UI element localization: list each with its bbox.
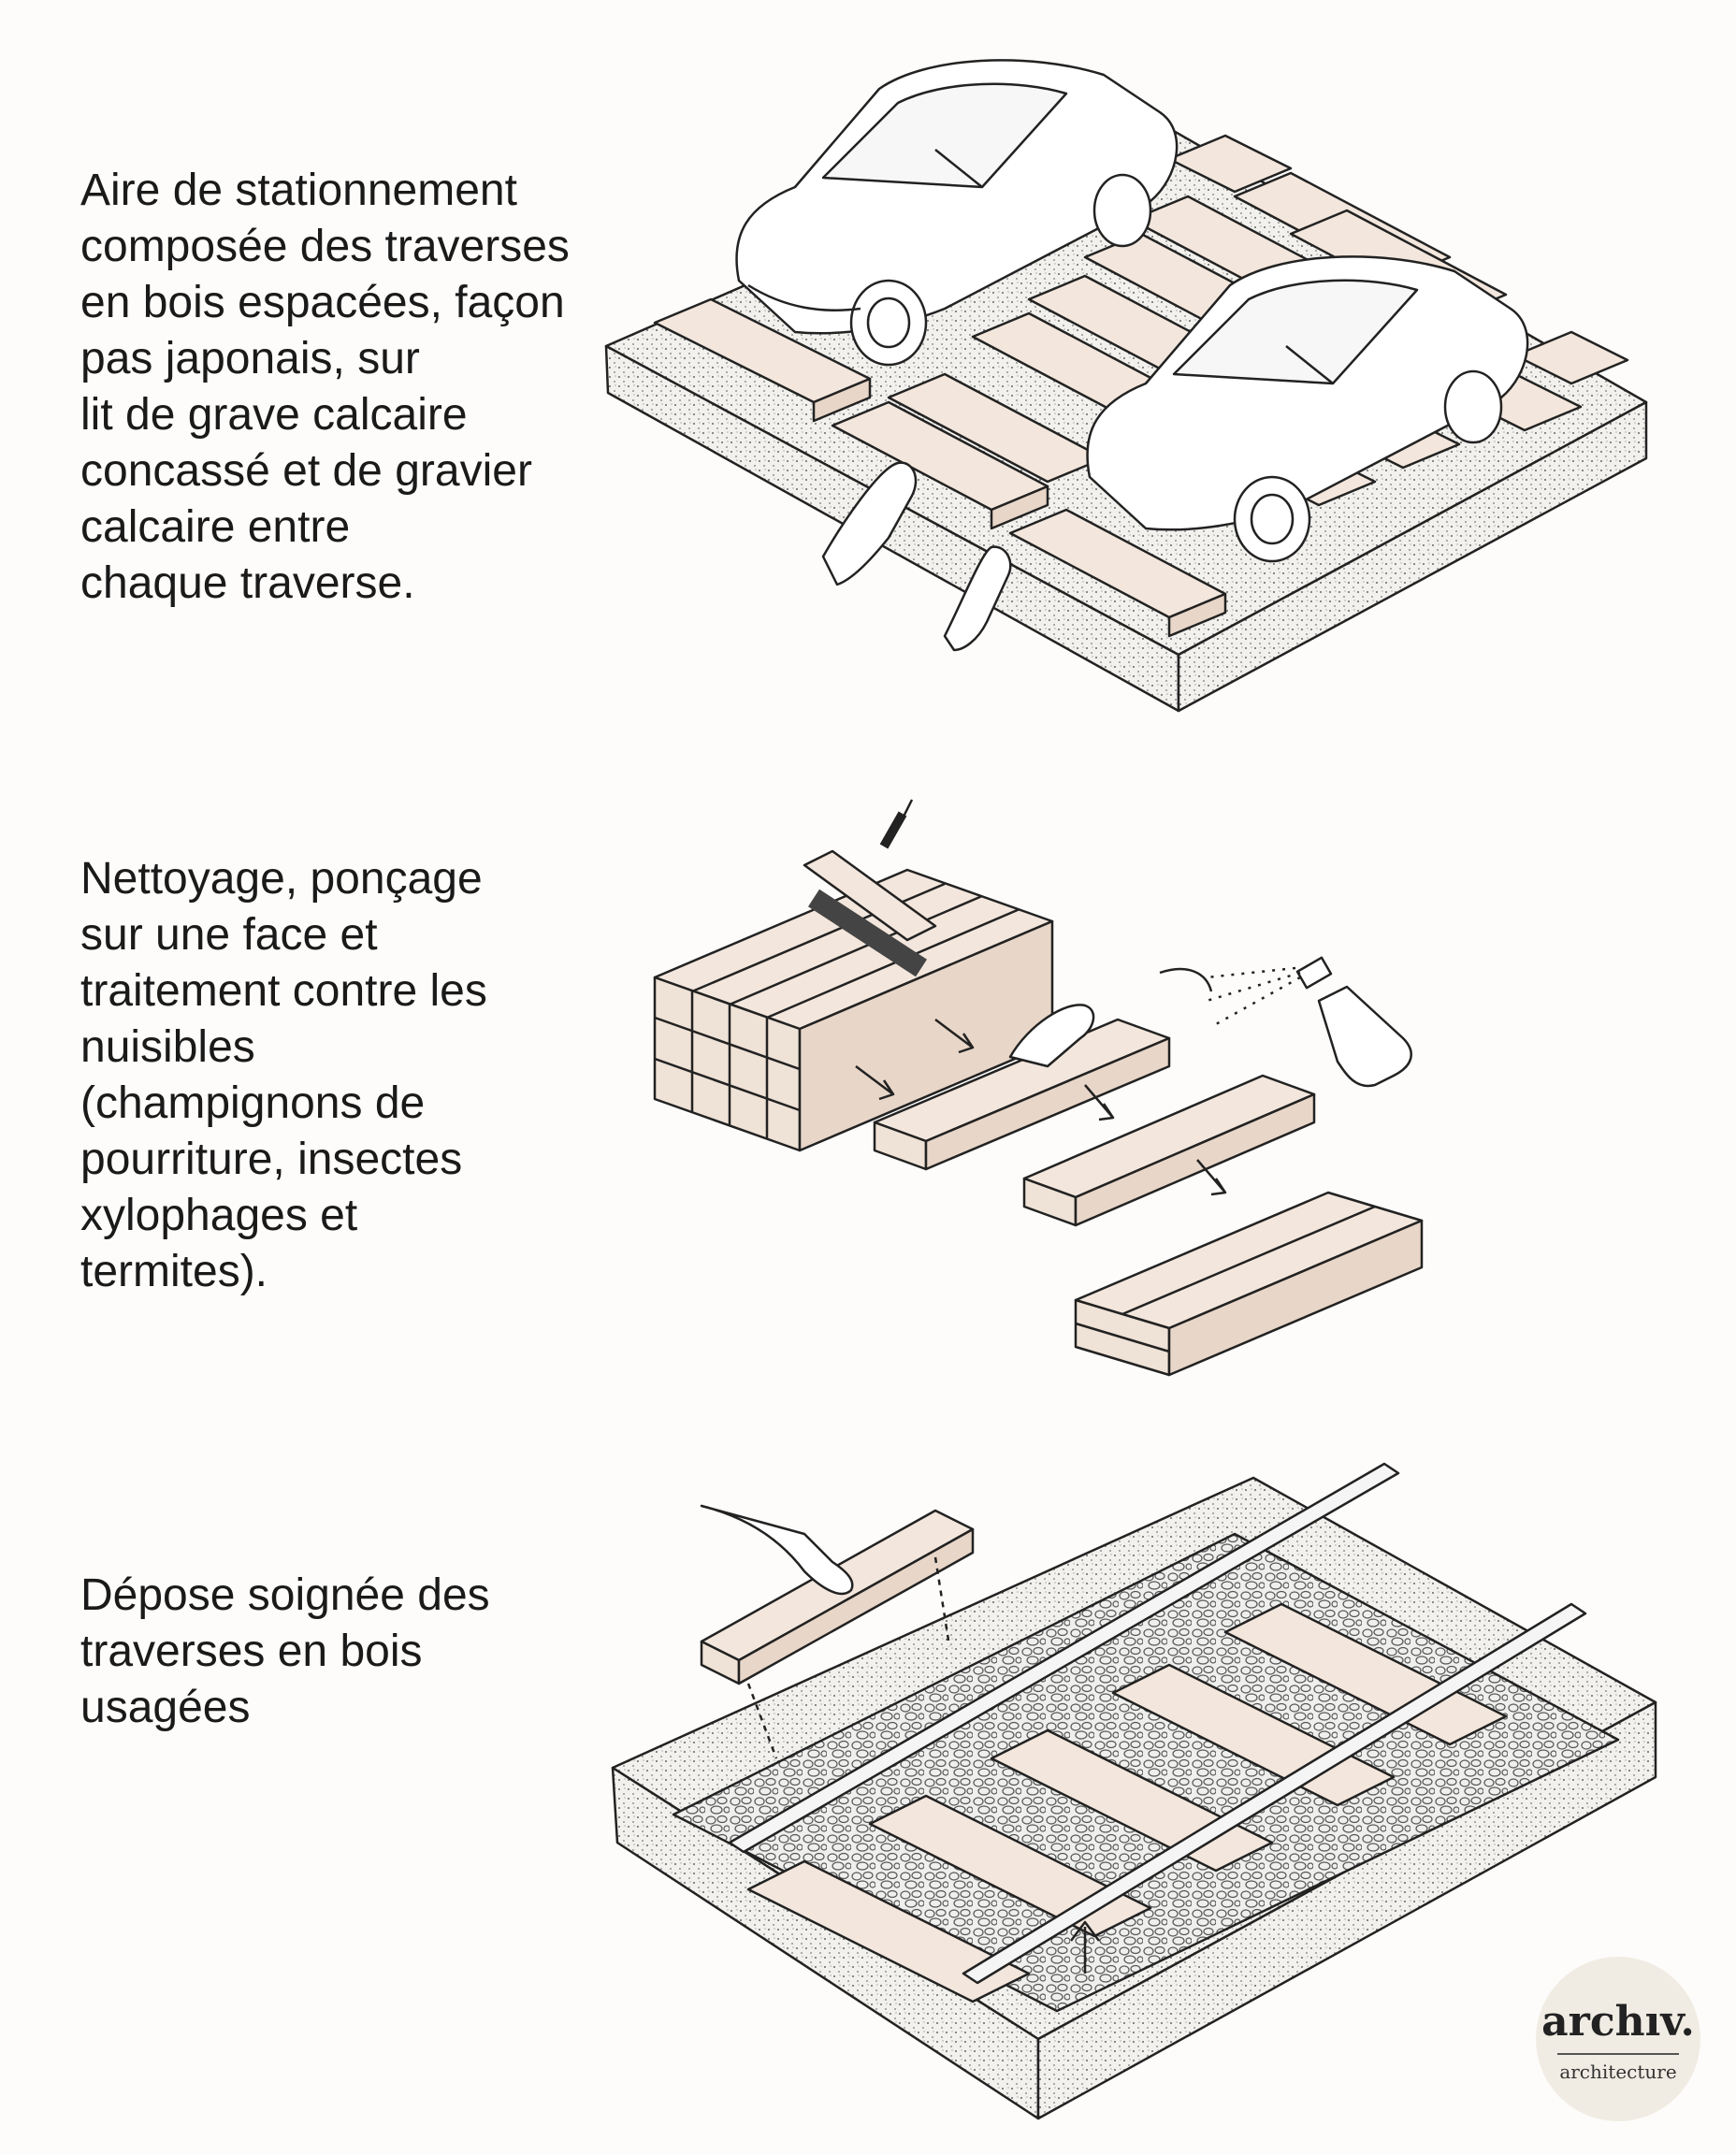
sleeper-stack [653, 868, 1054, 1152]
brush-icon [803, 799, 937, 977]
up-arrow-icon [1070, 1920, 1100, 1974]
step-2-text: Nettoyage, ponçage sur une face et trait… [80, 854, 487, 1296]
sanded-sleeper [873, 1004, 1171, 1171]
car-1 [735, 59, 1179, 367]
hand-icon [700, 1504, 854, 1596]
finished-stack [1074, 1191, 1424, 1377]
treated-sleeper [1022, 1074, 1316, 1227]
archiv-logo: archıv. architecture [1536, 1957, 1700, 2121]
logo-subtitle: architecture [1559, 2061, 1677, 2083]
hands-icon [821, 461, 1012, 652]
logo-name: archıv. [1541, 1998, 1695, 2046]
step-3-text: Dépose soignée des traverses en bois usa… [80, 1570, 490, 1732]
lifted-sleeper [700, 1504, 975, 1759]
logo-divider [1557, 2053, 1679, 2055]
hand-icon [1008, 1004, 1095, 1068]
gravel-slab-side-right [1177, 400, 1648, 713]
track-illustration [611, 1462, 1657, 2120]
treatment-illustration [653, 799, 1424, 1377]
step-1-text: Aire de stationnement composée des trave… [80, 166, 570, 608]
parking-illustration [604, 59, 1648, 713]
rails [728, 1462, 1587, 1985]
arrow-icons [855, 967, 1227, 1196]
car-2 [1086, 255, 1529, 563]
spray-bottle-icon [1206, 956, 1412, 1088]
